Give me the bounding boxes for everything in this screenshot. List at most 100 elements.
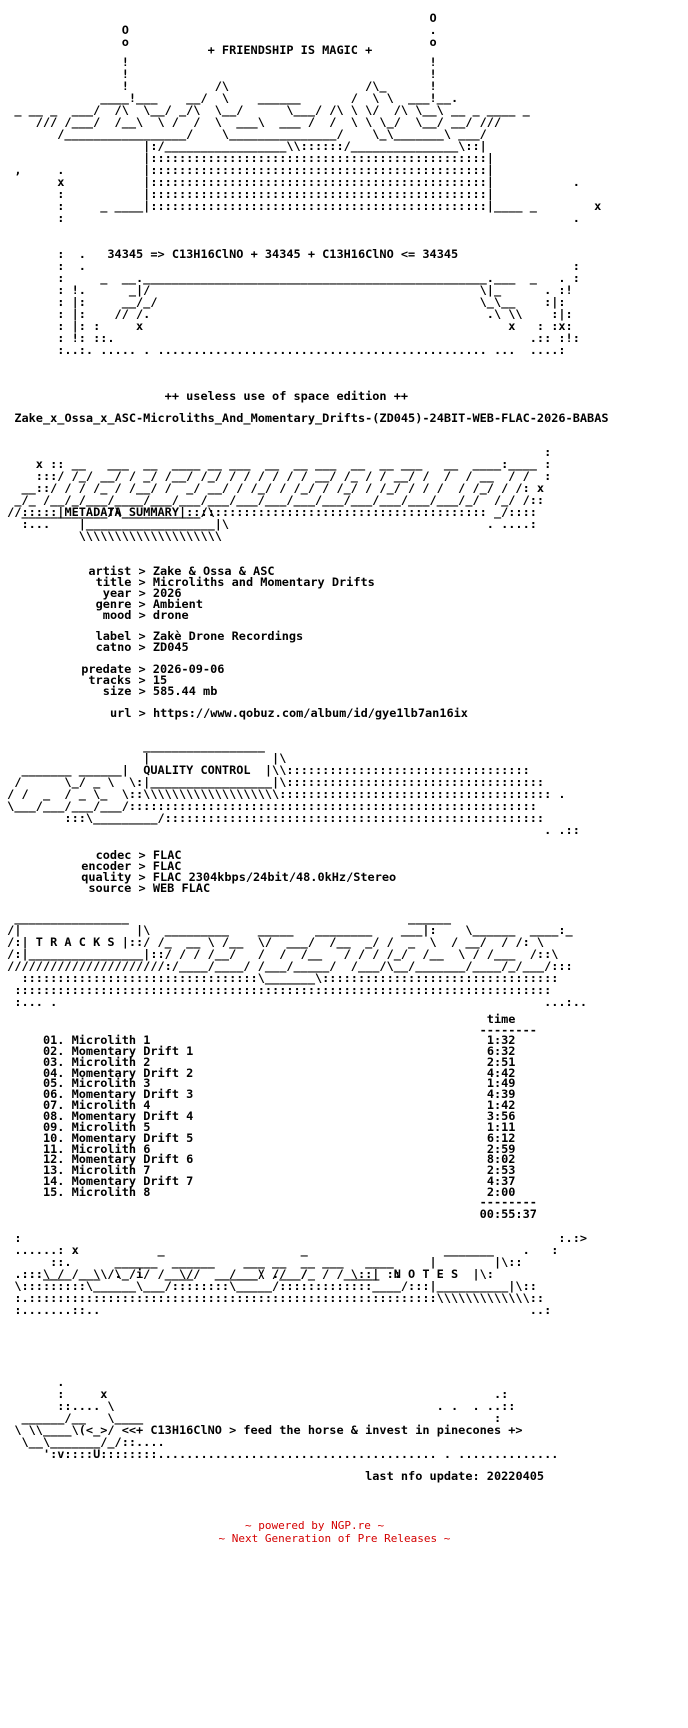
ascii-art-castle: ! ! ! ! ! /\ /\_ ! ____!___ __/	[14, 55, 602, 225]
metadata-value-mood: drone	[152, 608, 189, 622]
metadata-key: url	[110, 706, 132, 720]
quality-value-quality: FLAC 2304kbps/24bit/48.0kHz/Stereo	[152, 870, 397, 884]
track-row: 01. Microlith 1 1:32	[0, 1033, 516, 1047]
track-name: Momentary Drift 7	[71, 1174, 194, 1188]
metadata-value-genre: Ambient	[152, 597, 203, 611]
track-time: 1:49	[486, 1076, 516, 1090]
ascii-art-notes-logo-top: : :.:> ......: x _ _ _______ . : ::. ___…	[14, 1231, 588, 1281]
metadata-value-url[interactable]: https://www.qobuz.com/album/id/gye1lb7an…	[152, 706, 468, 720]
metadata-key: label	[95, 629, 132, 643]
track-name: Microlith 5	[71, 1120, 151, 1134]
total-time-value: 00:55:37	[479, 1207, 537, 1221]
total-time: 00:55:37	[0, 1208, 537, 1220]
track-number: 12.	[42, 1152, 65, 1166]
ascii-art-metadata-logo-bottom: :... |__________________|\ . ....: \\\\\…	[21, 517, 537, 543]
track-number: 04.	[42, 1066, 65, 1080]
time-header-text: time	[486, 1012, 516, 1026]
quality-key: codec	[95, 848, 132, 862]
track-name: Momentary Drift 2	[71, 1066, 194, 1080]
track-name: Momentary Drift 6	[71, 1152, 194, 1166]
notes-header: N O T E S	[393, 1267, 459, 1281]
track-name: Microlith 1	[71, 1033, 151, 1047]
metadata-key: title	[95, 575, 132, 589]
notes-text: <<+ C13H16ClNO > feed the horse & invest…	[121, 1423, 523, 1437]
time-header: time	[0, 1012, 516, 1026]
track-number: 07.	[42, 1098, 65, 1112]
time-underline: --------	[0, 1023, 537, 1037]
ascii-art-quality-logo: / \_/ _ \ \:|_________________|\::::::::…	[7, 775, 580, 837]
track-name: Microlith 7	[71, 1163, 151, 1177]
metadata-row-predate: predate > 2026-09-06	[81, 662, 225, 676]
track-row: 02. Momentary Drift 1 6:32	[0, 1044, 516, 1058]
metadata-value-artist: Zake & Ossa & ASC	[152, 564, 275, 578]
track-time: 1:11	[486, 1120, 516, 1134]
track-time: 1:42	[486, 1098, 516, 1112]
last-update: last nfo update: 20220405	[0, 1470, 544, 1482]
quality-row-codec: codec > FLAC	[95, 848, 182, 862]
quality-header: QUALITY CONTROL	[143, 763, 251, 777]
track-name: Microlith 3	[71, 1076, 151, 1090]
track-number: 08.	[42, 1109, 65, 1123]
metadata-key: genre	[95, 597, 132, 611]
track-number: 03.	[42, 1055, 65, 1069]
track-row: 04. Momentary Drift 2 4:42	[0, 1066, 516, 1080]
title-banner-text: + FRIENDSHIP IS MAGIC +	[207, 43, 373, 57]
track-row: 09. Microlith 5 1:11	[0, 1120, 516, 1134]
track-name: Microlith 8	[71, 1185, 151, 1199]
powered-by-text[interactable]: ~ powered by NGP.re ~	[245, 1519, 385, 1532]
ascii-art-bridge: : . : : _ __.___________________________…	[57, 259, 580, 357]
track-name: Momentary Drift 5	[71, 1131, 194, 1145]
metadata-row-label: label > Zakè Drone Recordings	[95, 629, 304, 643]
tracks-header: T R A C K S	[35, 935, 115, 949]
quality-key: quality	[81, 870, 132, 884]
track-row: 15. Microlith 8 2:00	[0, 1185, 516, 1199]
track-name: Momentary Drift 4	[71, 1109, 194, 1123]
metadata-row-genre: genre > Ambient	[95, 597, 203, 611]
metadata-value-year: 2026	[152, 586, 182, 600]
edition-text: ++ useless use of space edition ++	[164, 389, 409, 403]
metadata-value-catno: ZD045	[152, 640, 189, 654]
track-time: 8:02	[486, 1152, 516, 1166]
metadata-row-year: year > 2026	[102, 586, 182, 600]
ascii-art-horse: . : x .: ::.... \ . . . ..:: ______/__ \…	[21, 1375, 516, 1425]
ascii-art-horse-bottom: \__\_______/_/::.... ':v::::U::::::::...…	[21, 1435, 559, 1461]
track-row: 05. Microlith 3 1:49	[0, 1076, 516, 1090]
metadata-value-tracks: 15	[152, 673, 168, 687]
track-time: 4:42	[486, 1066, 516, 1080]
metadata-value-size: 585.44 mb	[152, 684, 218, 698]
ascii-art-top: O .	[0, 23, 437, 37]
track-row: 03. Microlith 2 2:51	[0, 1055, 516, 1069]
metadata-row-artist: artist > Zake & Ossa & ASC	[88, 564, 275, 578]
track-time: 6:12	[486, 1131, 516, 1145]
tracks-header-row: /:| T R A C K S |::/ /_ __ \ /__ \/ ___/…	[0, 935, 545, 949]
track-time: 2:59	[486, 1142, 516, 1156]
metadata-key: predate	[81, 662, 132, 676]
track-name: Microlith 6	[71, 1142, 151, 1156]
metadata-value-label: Zakè Drone Recordings	[152, 629, 304, 643]
release-name: Zake_x_Ossa_x_ASC-Microliths_And_Momenta…	[0, 411, 609, 425]
formula-text: 34345 => C13H16ClNO + 34345 + C13H16ClNO…	[107, 247, 459, 261]
track-row: 11. Microlith 6 2:59	[0, 1142, 516, 1156]
release-name-text: Zake_x_Ossa_x_ASC-Microliths_And_Momenta…	[14, 411, 609, 425]
track-row: 12. Momentary Drift 6 8:02	[0, 1152, 516, 1166]
track-number: 15.	[42, 1185, 65, 1199]
edition-line: ++ useless use of space edition ++	[0, 390, 408, 402]
quality-header-row: _______ ______| QUALITY CONTROL |\\:::::…	[0, 763, 530, 777]
metadata-key: size	[102, 684, 132, 698]
quality-value-source: WEB FLAC	[152, 881, 211, 895]
track-time: 6:32	[486, 1044, 516, 1058]
track-time: 4:39	[486, 1087, 516, 1101]
ascii-art-top: O	[0, 11, 437, 25]
quality-value-codec: FLAC	[152, 848, 182, 862]
track-number: 14.	[42, 1174, 65, 1188]
track-number: 01.	[42, 1033, 65, 1047]
track-time: 2:51	[486, 1055, 516, 1069]
metadata-value-predate: 2026-09-06	[152, 662, 225, 676]
track-row: 14. Momentary Drift 7 4:37	[0, 1174, 516, 1188]
track-time: 1:32	[486, 1033, 516, 1047]
notes-header-row: .:.:\___/___\ \_/ /____/ __/___/ /___/ /…	[0, 1267, 494, 1281]
metadata-key: year	[102, 586, 132, 600]
track-number: 02.	[42, 1044, 65, 1058]
track-time: 2:53	[486, 1163, 516, 1177]
